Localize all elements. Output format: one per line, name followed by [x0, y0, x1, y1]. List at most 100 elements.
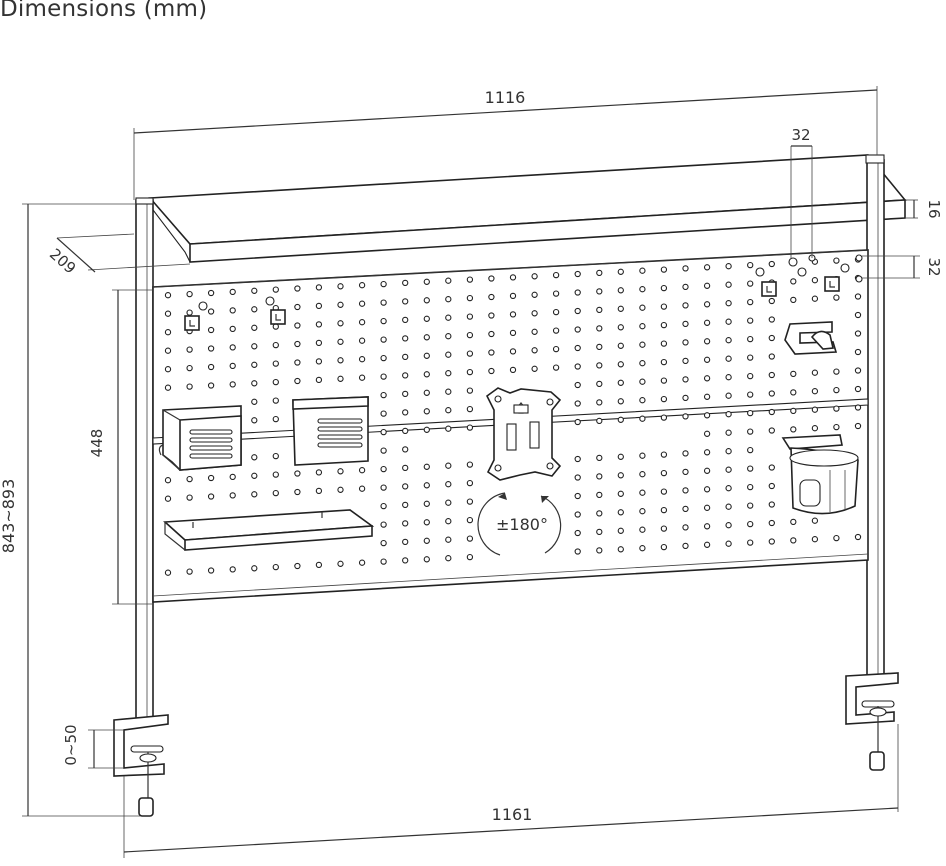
- pegboard-hole: [423, 352, 430, 359]
- pegboard-hole: [833, 368, 840, 375]
- pegboard-hole: [272, 489, 279, 497]
- dimension-clamp-range: 0~50: [62, 724, 124, 769]
- pegboard-hole: [186, 290, 193, 298]
- pegboard-hole: [207, 326, 215, 334]
- pegboard-hole: [164, 292, 172, 299]
- pegboard-hole: [617, 361, 624, 368]
- pegboard-hole: [164, 495, 172, 502]
- pegboard-hole: [768, 482, 775, 490]
- pegboard-hole: [466, 553, 474, 561]
- pegboard-hole: [703, 393, 711, 400]
- pegboard-hole: [423, 463, 430, 470]
- pegboard-hole: [703, 356, 711, 363]
- pegboard-hole: [747, 391, 754, 398]
- pegboard-hole: [660, 451, 668, 458]
- pegboard-hole: [380, 539, 387, 547]
- pegboard-hole: [768, 297, 775, 305]
- pegboard-hole: [509, 311, 517, 318]
- pegboard-hole: [703, 467, 711, 474]
- pegboard-hole: [574, 363, 581, 370]
- pegboard-hole: [488, 367, 495, 375]
- pegboard-hole: [617, 398, 624, 405]
- pegboard-hole: [768, 260, 775, 268]
- pegboard-hole: [466, 535, 474, 542]
- pegboard-hole: [207, 567, 215, 574]
- pegboard-hole: [768, 408, 775, 416]
- pegboard-hole: [315, 339, 323, 347]
- right-desk-clamp: [845, 672, 899, 771]
- pegboard-hole: [682, 505, 689, 513]
- pegboard-hole: [294, 470, 301, 477]
- pegboard-hole: [682, 265, 689, 272]
- pegboard-hole: [380, 428, 387, 436]
- pegboard-hole: [272, 471, 279, 478]
- pegboard-hole: [660, 377, 668, 384]
- pegboard-hole: [380, 521, 387, 528]
- pegboard-hole: [272, 341, 279, 349]
- pegboard-hole: [790, 426, 797, 433]
- pegboard-hole: [466, 350, 474, 357]
- pegboard-hole: [854, 330, 862, 337]
- pegboard-hole: [682, 468, 689, 476]
- pegboard-hole: [790, 537, 797, 544]
- pegboard-hole: [164, 366, 172, 373]
- pegboard-hole: [596, 399, 603, 406]
- pegboard-hole: [747, 483, 754, 491]
- pegboard-hole: [660, 340, 668, 347]
- pegboard-hole: [466, 461, 474, 468]
- rotation-label: ±180°: [496, 515, 548, 534]
- pegboard-hole: [811, 425, 819, 432]
- pegboard-hole: [531, 328, 538, 335]
- pegboard-hole: [186, 364, 193, 372]
- pegboard-hole: [703, 412, 711, 419]
- pegboard-hole: [574, 418, 581, 426]
- pegboard-hole: [294, 562, 301, 570]
- pegboard-hole: [488, 330, 495, 338]
- pegboard-hole: [251, 306, 258, 313]
- pegboard-hole: [682, 302, 689, 309]
- pegboard-hole: [574, 474, 581, 481]
- pegboard-hole: [445, 481, 452, 488]
- pegboard-hole: [315, 358, 323, 365]
- pegboard-hole: [596, 362, 603, 369]
- pegboard-hole: [380, 447, 387, 454]
- pegboard-hole: [703, 319, 711, 326]
- pegboard-hole: [574, 400, 581, 407]
- pegboard-hole: [294, 488, 301, 496]
- basket-left-slots: [189, 429, 233, 459]
- pegboard-hole: [682, 339, 689, 346]
- pegboard-hole: [272, 415, 279, 423]
- pegboard-hole: [617, 453, 624, 460]
- pegboard-hole: [660, 303, 668, 310]
- pegboard-hole: [207, 289, 215, 297]
- pegboard-hole: [251, 324, 258, 331]
- pegboard-hole: [617, 527, 624, 534]
- pegboard-hole: [272, 286, 279, 293]
- pegboard-hole: [639, 360, 646, 367]
- pegboard-hole: [186, 494, 193, 501]
- pegboard-hole: [423, 408, 430, 415]
- pegboard-hole: [747, 261, 754, 269]
- pegboard-hole: [660, 525, 668, 532]
- pegboard-hole: [596, 491, 603, 499]
- pegboard-hole: [747, 539, 754, 546]
- pegboard-hole: [272, 397, 279, 404]
- pegboard-hole: [509, 348, 517, 355]
- pegboard-hole: [660, 543, 668, 551]
- pegboard-hole: [574, 548, 581, 555]
- dimension-shelf-thickness: 16: [905, 199, 943, 219]
- pegboard-hole: [445, 462, 452, 469]
- pegboard-hole: [747, 465, 754, 472]
- pegboard-hole: [531, 365, 538, 372]
- pegboard-hole: [466, 498, 474, 505]
- pegboard-hole: [682, 376, 689, 383]
- pegboard-hole: [639, 545, 646, 552]
- dimension-hole-spacing-horizontal: 32: [790, 126, 813, 258]
- pegboard-hole: [596, 325, 603, 332]
- pegboard-hole: [639, 323, 646, 330]
- pegboard-hole: [552, 345, 560, 353]
- pegboard-hole: [294, 285, 301, 292]
- pegboard-hole: [186, 346, 193, 353]
- pegboard-hole: [833, 257, 840, 264]
- pegboard-hole: [833, 386, 840, 394]
